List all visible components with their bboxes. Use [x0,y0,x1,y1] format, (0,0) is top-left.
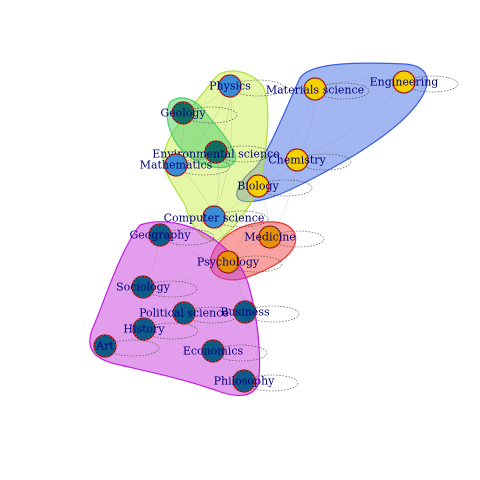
node-marker-geography [148,223,172,247]
node-marker-mathematics [164,153,188,177]
node-marker-philosophy [232,369,256,393]
node-label-chemistry: Chemistry [268,154,326,167]
self-loop-mathematics [177,158,231,176]
node-label-political: Political science [139,307,229,320]
node-marker-business [233,300,257,324]
self-loop-geology [184,106,238,124]
node-marker-engineering [392,70,416,94]
hull-physical-sciences [236,62,428,203]
node-label-geology: Geology [160,107,206,120]
node-marker-chemistry [285,148,309,172]
node-philosophy[interactable]: Philosophy [214,369,276,393]
self-loop-economics [214,344,268,362]
node-marker-geology [171,101,195,125]
node-label-physics: Physics [209,80,251,93]
node-economics[interactable]: Economics [183,339,244,363]
self-loop-business [246,305,300,323]
node-label-biology: Biology [237,180,279,193]
node-geology[interactable]: Geology [160,101,206,125]
node-label-philosophy: Philosophy [214,375,276,388]
node-marker-art [93,334,117,358]
node-label-geography: Geography [129,229,191,242]
node-marker-history [132,317,156,341]
node-marker-physics [218,74,242,98]
node-political[interactable]: Political science [139,301,229,325]
edge-materials-biology [257,88,316,187]
edge-engineering-chemistry [296,81,405,161]
self-loop-computer [215,210,269,228]
node-biology[interactable]: Biology [237,174,280,198]
node-label-economics: Economics [183,345,244,358]
node-medicine[interactable]: Medicine [244,225,296,249]
node-marker-sociology [131,275,155,299]
edge-physics-computer [213,85,233,218]
node-chemistry[interactable]: Chemistry [268,148,327,172]
node-label-psychology: Psychology [197,256,260,269]
node-computer[interactable]: Computer science [164,205,265,229]
node-label-history: History [123,323,165,336]
self-loop-environmental [217,145,271,163]
self-loop-history [145,322,199,340]
self-loop-chemistry [298,153,352,171]
node-history[interactable]: History [123,317,165,341]
self-loop-materials [316,82,370,100]
node-marker-economics [201,339,225,363]
self-loop-art [106,339,160,357]
node-marker-political [172,301,196,325]
node-marker-environmental [204,140,228,164]
node-label-materials: Materials science [266,84,364,97]
node-label-sociology: Sociology [116,281,171,294]
self-loop-engineering [405,75,459,93]
node-marker-biology [246,174,270,198]
node-label-art: Art [95,340,114,353]
node-engineering[interactable]: Engineering [370,70,439,94]
self-loop-physics [231,79,285,97]
node-label-mathematics: Mathematics [140,159,213,172]
node-marker-medicine [258,225,282,249]
self-loop-medicine [271,230,325,248]
node-geography[interactable]: Geography [129,223,191,247]
node-psychology[interactable]: Psychology [197,250,260,274]
node-label-medicine: Medicine [244,231,296,244]
self-loop-geography [161,228,215,246]
node-marker-psychology [216,250,240,274]
node-marker-materials [303,77,327,101]
node-business[interactable]: Business [220,300,270,324]
self-loop-sociology [144,280,198,298]
self-loop-biology [259,179,313,197]
node-label-business: Business [220,306,270,319]
self-loop-psychology [229,255,283,273]
node-label-computer: Computer science [164,212,265,225]
node-label-engineering: Engineering [370,76,439,89]
node-art[interactable]: Art [93,334,117,358]
node-mathematics[interactable]: Mathematics [140,153,213,177]
node-sociology[interactable]: Sociology [116,275,171,299]
node-materials[interactable]: Materials science [266,77,364,101]
self-loop-philosophy [245,374,299,392]
node-physics[interactable]: Physics [209,74,251,98]
node-marker-computer [202,205,226,229]
